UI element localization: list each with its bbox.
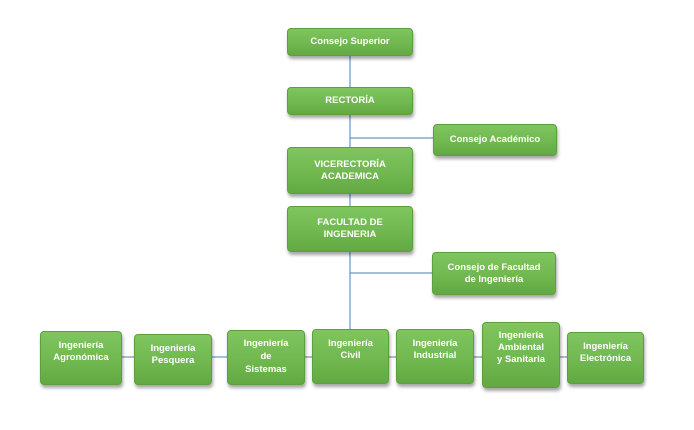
consejo-superior-box: Consejo Superior: [287, 28, 413, 56]
vicerrectoria-box: VICERECTORÍA ACADEMICA: [287, 147, 413, 194]
program-ambiental-box: Ingeniería Ambiental y Sanitaria: [482, 322, 560, 388]
program-industrial-box: Ingeniería Industrial: [396, 329, 474, 384]
rectoria-label: RECTORÍA: [325, 95, 375, 106]
program-label: Ingeniería de Sistemas: [243, 338, 289, 375]
program-sistemas-box: Ingeniería de Sistemas: [227, 330, 305, 385]
consejo-facultad-box: Consejo de Facultad de Ingeniería: [432, 252, 556, 295]
facultad-label: FACULTAD DE INGENERIA: [317, 217, 383, 240]
consejo-superior-label: Consejo Superior: [310, 36, 390, 47]
program-electronica-box: Ingeniería Electrónica: [567, 332, 644, 384]
vicerrectoria-label: VICERECTORÍA ACADEMICA: [314, 158, 386, 182]
program-label: Ingeniería Ambiental y Sanitaria: [496, 330, 546, 365]
program-civil-box: Ingeniería Civil: [312, 329, 389, 384]
program-label: Ingeniería Industrial: [412, 338, 458, 361]
rectoria-box: RECTORÍA: [287, 87, 413, 115]
program-pesquera-box: Ingeniería Pesquera: [134, 334, 212, 385]
program-label: Ingeniería Pesquera: [150, 343, 196, 366]
program-label: Ingeniería Electrónica: [579, 341, 632, 364]
consejo-facultad-label: Consejo de Facultad de Ingeniería: [447, 261, 541, 285]
program-agronomica-box: Ingeniería Agronómica: [40, 331, 122, 385]
consejo-academico-label: Consejo Académico: [449, 134, 541, 145]
program-label: Ingeniería Agronómica: [53, 340, 109, 363]
consejo-academico-box: Consejo Académico: [433, 124, 557, 156]
facultad-box: FACULTAD DE INGENERIA: [287, 206, 413, 252]
program-label: Ingeniería Civil: [328, 338, 373, 361]
